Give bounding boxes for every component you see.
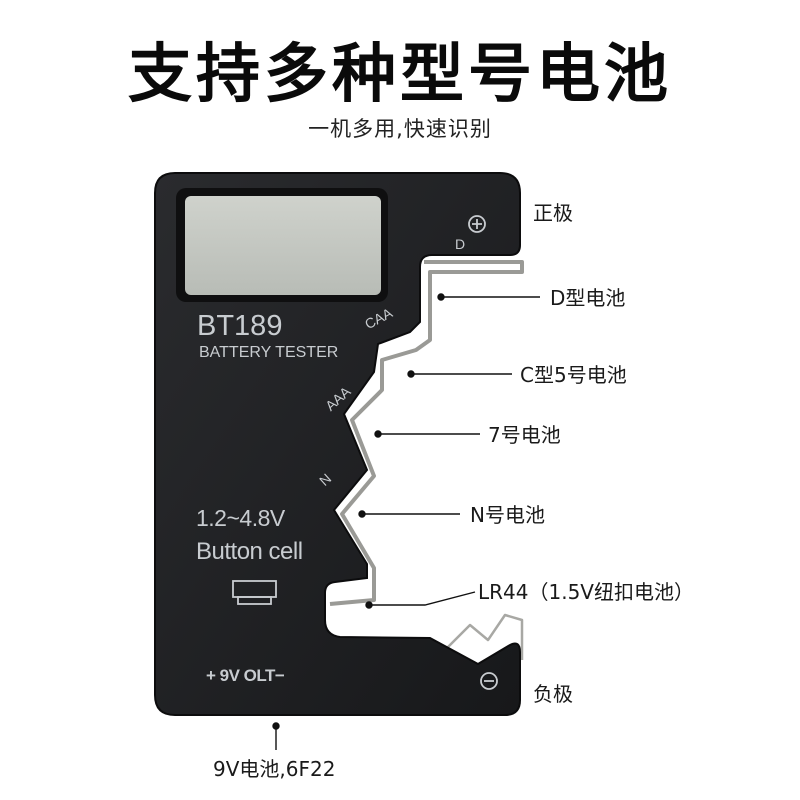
callout-aaa-battery: 7号电池 (488, 423, 561, 447)
lcd-screen (185, 196, 381, 295)
model-label: BT189 (197, 310, 283, 342)
plus-circle-icon (468, 215, 486, 233)
callout-d-battery: D型电池 (550, 286, 626, 310)
page-title: 支持多种型号电池 (128, 38, 672, 112)
minus-circle-icon (480, 672, 498, 690)
callout-negative: 负极 (533, 682, 573, 706)
slot-label-d: D (455, 236, 466, 252)
button-cell-label: Button cell (196, 538, 303, 565)
callout-positive: 正极 (533, 201, 573, 225)
lr44-spring-wire (444, 613, 524, 660)
metal-contact-edge (329, 260, 524, 606)
device-name-label: BATTERY TESTER (199, 344, 339, 361)
callout-lr44: LR44（1.5V纽扣电池） (478, 580, 694, 604)
callout-nine-volt: 9V电池,6F22 (213, 757, 336, 781)
device-body (154, 172, 521, 716)
callout-n-battery: N号电池 (470, 503, 545, 527)
callout-c-aa-battery: C型5号电池 (520, 363, 627, 387)
voltage-range-label: 1.2~4.8V (196, 505, 285, 531)
page-subtitle: 一机多用,快速识别 (308, 117, 492, 141)
nine-volt-label: + 9V OLT− (206, 666, 285, 685)
callout-lines (272, 293, 540, 750)
